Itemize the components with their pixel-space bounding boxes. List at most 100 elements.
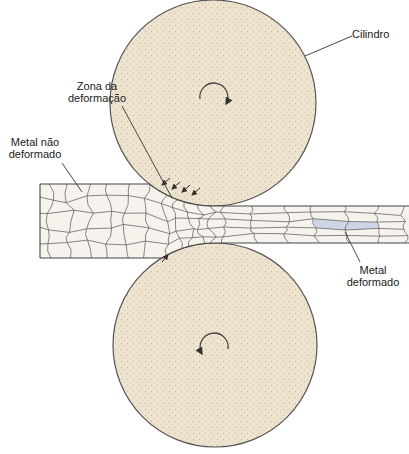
grain-boundary — [379, 228, 404, 230]
grain-boundary — [224, 227, 226, 232]
grain-boundary — [125, 213, 147, 214]
grain-boundary — [32, 195, 33, 204]
grain-boundary — [311, 211, 345, 212]
grain-boundary — [48, 243, 67, 244]
grain-boundary — [169, 228, 170, 234]
grain-boundary — [404, 229, 405, 232]
grain-boundary — [216, 236, 223, 237]
grain-boundary — [183, 202, 184, 207]
grain-boundary — [374, 213, 378, 217]
grain-boundary — [314, 232, 317, 236]
grain-boundary — [143, 250, 145, 258]
grain-boundary — [168, 222, 169, 228]
grain-boundary — [207, 219, 208, 224]
grain-boundary — [287, 213, 289, 218]
grain-boundary — [173, 200, 178, 204]
grain-boundary — [378, 225, 380, 228]
grain-boundary — [29, 219, 32, 225]
grain-boundary — [198, 233, 203, 237]
grain-boundary — [111, 211, 112, 219]
grain-boundary — [106, 251, 107, 258]
grain-boundary — [32, 184, 34, 190]
grain-boundary — [405, 233, 408, 236]
grain-boundary — [288, 222, 289, 225]
grain-boundary — [87, 228, 112, 230]
grain-boundary — [289, 217, 290, 222]
grain-boundary — [220, 209, 222, 212]
grain-boundary — [146, 228, 149, 235]
grain-boundary — [66, 203, 70, 207]
grain-boundary — [188, 218, 198, 219]
grain-boundary — [144, 198, 161, 203]
grain-boundary — [284, 234, 286, 239]
grain-boundary — [145, 213, 147, 220]
grain-boundary — [251, 231, 255, 234]
grain-boundary — [378, 236, 380, 239]
grain-boundary — [313, 223, 316, 228]
grain-boundary — [403, 225, 404, 229]
grain-boundary — [105, 190, 106, 196]
grain-boundary — [213, 233, 216, 237]
grain-boundary — [172, 204, 174, 208]
grain-boundary — [216, 211, 220, 213]
grain-boundary — [316, 228, 345, 230]
grain-boundary — [146, 241, 169, 244]
grain-boundary — [203, 236, 216, 237]
grain-boundary — [374, 210, 377, 214]
grain-boundary — [128, 196, 144, 199]
grain-boundary — [348, 217, 349, 222]
grain-boundary — [49, 184, 54, 192]
grain-boundary — [66, 238, 67, 243]
grain-boundary — [197, 230, 198, 234]
deformed-label: Metal deformado — [340, 264, 406, 288]
grain-boundary — [47, 207, 51, 214]
grain-boundary — [347, 235, 380, 237]
grain-boundary — [344, 212, 374, 214]
grain-boundary — [127, 251, 128, 258]
grain-boundary — [88, 240, 106, 244]
grain-boundary — [46, 214, 47, 222]
grain-boundary — [187, 215, 189, 218]
undeformed-label: Metal não deformado — [2, 136, 68, 160]
grain-boundary — [285, 238, 289, 243]
grain-boundary — [403, 206, 405, 211]
grain-boundary — [145, 235, 146, 242]
grain-boundary — [199, 210, 204, 215]
grain-boundary — [401, 211, 403, 216]
grain-boundary — [70, 250, 72, 258]
grain-boundary — [51, 200, 53, 207]
grain-boundary — [110, 220, 112, 228]
grain-boundary — [161, 204, 172, 208]
grain-boundary — [67, 243, 71, 251]
grain-boundary — [313, 219, 349, 222]
grain-boundary — [377, 222, 379, 225]
grain-boundary — [145, 241, 146, 250]
grain-boundary — [208, 227, 223, 229]
grain-boundary — [403, 222, 406, 226]
grain-boundary — [87, 196, 89, 205]
grain-boundary — [71, 210, 74, 221]
grain-boundary — [345, 226, 347, 230]
grain-boundary — [204, 212, 216, 215]
bottom-roll — [113, 243, 317, 447]
grain-boundary — [286, 227, 316, 229]
grain-boundary — [198, 224, 200, 230]
grain-boundary — [345, 228, 379, 230]
grain-boundary — [184, 207, 188, 212]
grain-boundary — [146, 213, 168, 222]
grain-boundary — [87, 195, 107, 197]
grain-boundary — [224, 227, 252, 228]
grain-boundary — [250, 220, 251, 224]
grain-boundary — [176, 231, 178, 234]
grain-boundary — [225, 219, 226, 223]
grain-boundary — [165, 244, 169, 250]
grain-boundary — [65, 184, 67, 193]
grain-boundary — [170, 231, 176, 233]
roll-label: Cilindro — [352, 28, 406, 40]
grain-boundary — [30, 204, 33, 213]
grain-boundary — [87, 221, 90, 229]
grain-boundary — [88, 205, 94, 214]
grain-boundary — [344, 212, 347, 217]
grain-boundary — [90, 249, 91, 258]
grain-boundary — [312, 219, 313, 224]
